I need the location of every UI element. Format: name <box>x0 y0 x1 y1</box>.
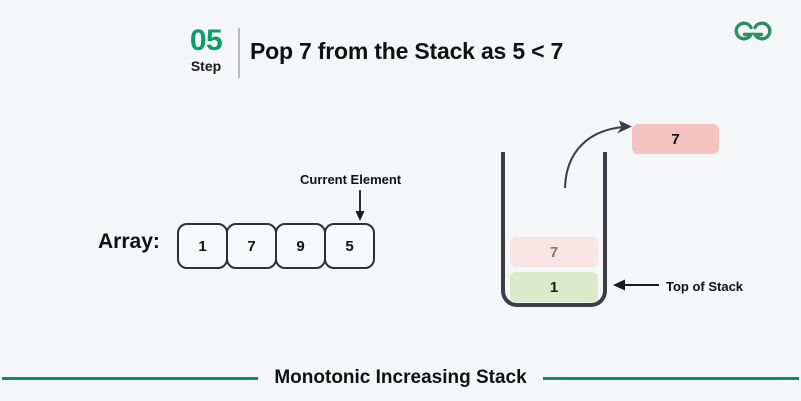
array-cell: 5 <box>324 223 375 269</box>
array-cell: 1 <box>177 223 228 269</box>
array-row: 1 7 9 5 <box>177 223 375 269</box>
header-divider <box>238 28 240 78</box>
footer-title: Monotonic Increasing Stack <box>274 367 527 388</box>
array-cell: 9 <box>275 223 326 269</box>
footer-rule-right <box>542 376 800 380</box>
footer-rule-left <box>2 376 259 380</box>
current-element-arrow-down-icon <box>348 190 372 222</box>
page-title: Pop 7 from the Stack as 5 < 7 <box>250 38 564 64</box>
stack-cell-ghost: 7 <box>510 237 598 267</box>
stack-container <box>501 152 607 307</box>
top-of-stack-arrow-left-icon <box>612 276 660 294</box>
array-label: Array: <box>98 230 160 253</box>
array-cell: 7 <box>226 223 277 269</box>
top-of-stack-label: Top of Stack <box>666 279 744 294</box>
current-element-label: Current Element <box>300 172 402 187</box>
pop-curved-arrow-icon <box>562 118 642 190</box>
step-number: 05 <box>189 24 223 57</box>
footer: Monotonic Increasing Stack <box>0 364 801 392</box>
step-badge: 05 Step <box>178 26 234 75</box>
step-word-label: Step <box>190 58 222 74</box>
popped-value-box: 7 <box>632 124 719 154</box>
stack-cell-top: 1 <box>510 272 598 302</box>
geeksforgeeks-logo-icon <box>727 18 779 44</box>
